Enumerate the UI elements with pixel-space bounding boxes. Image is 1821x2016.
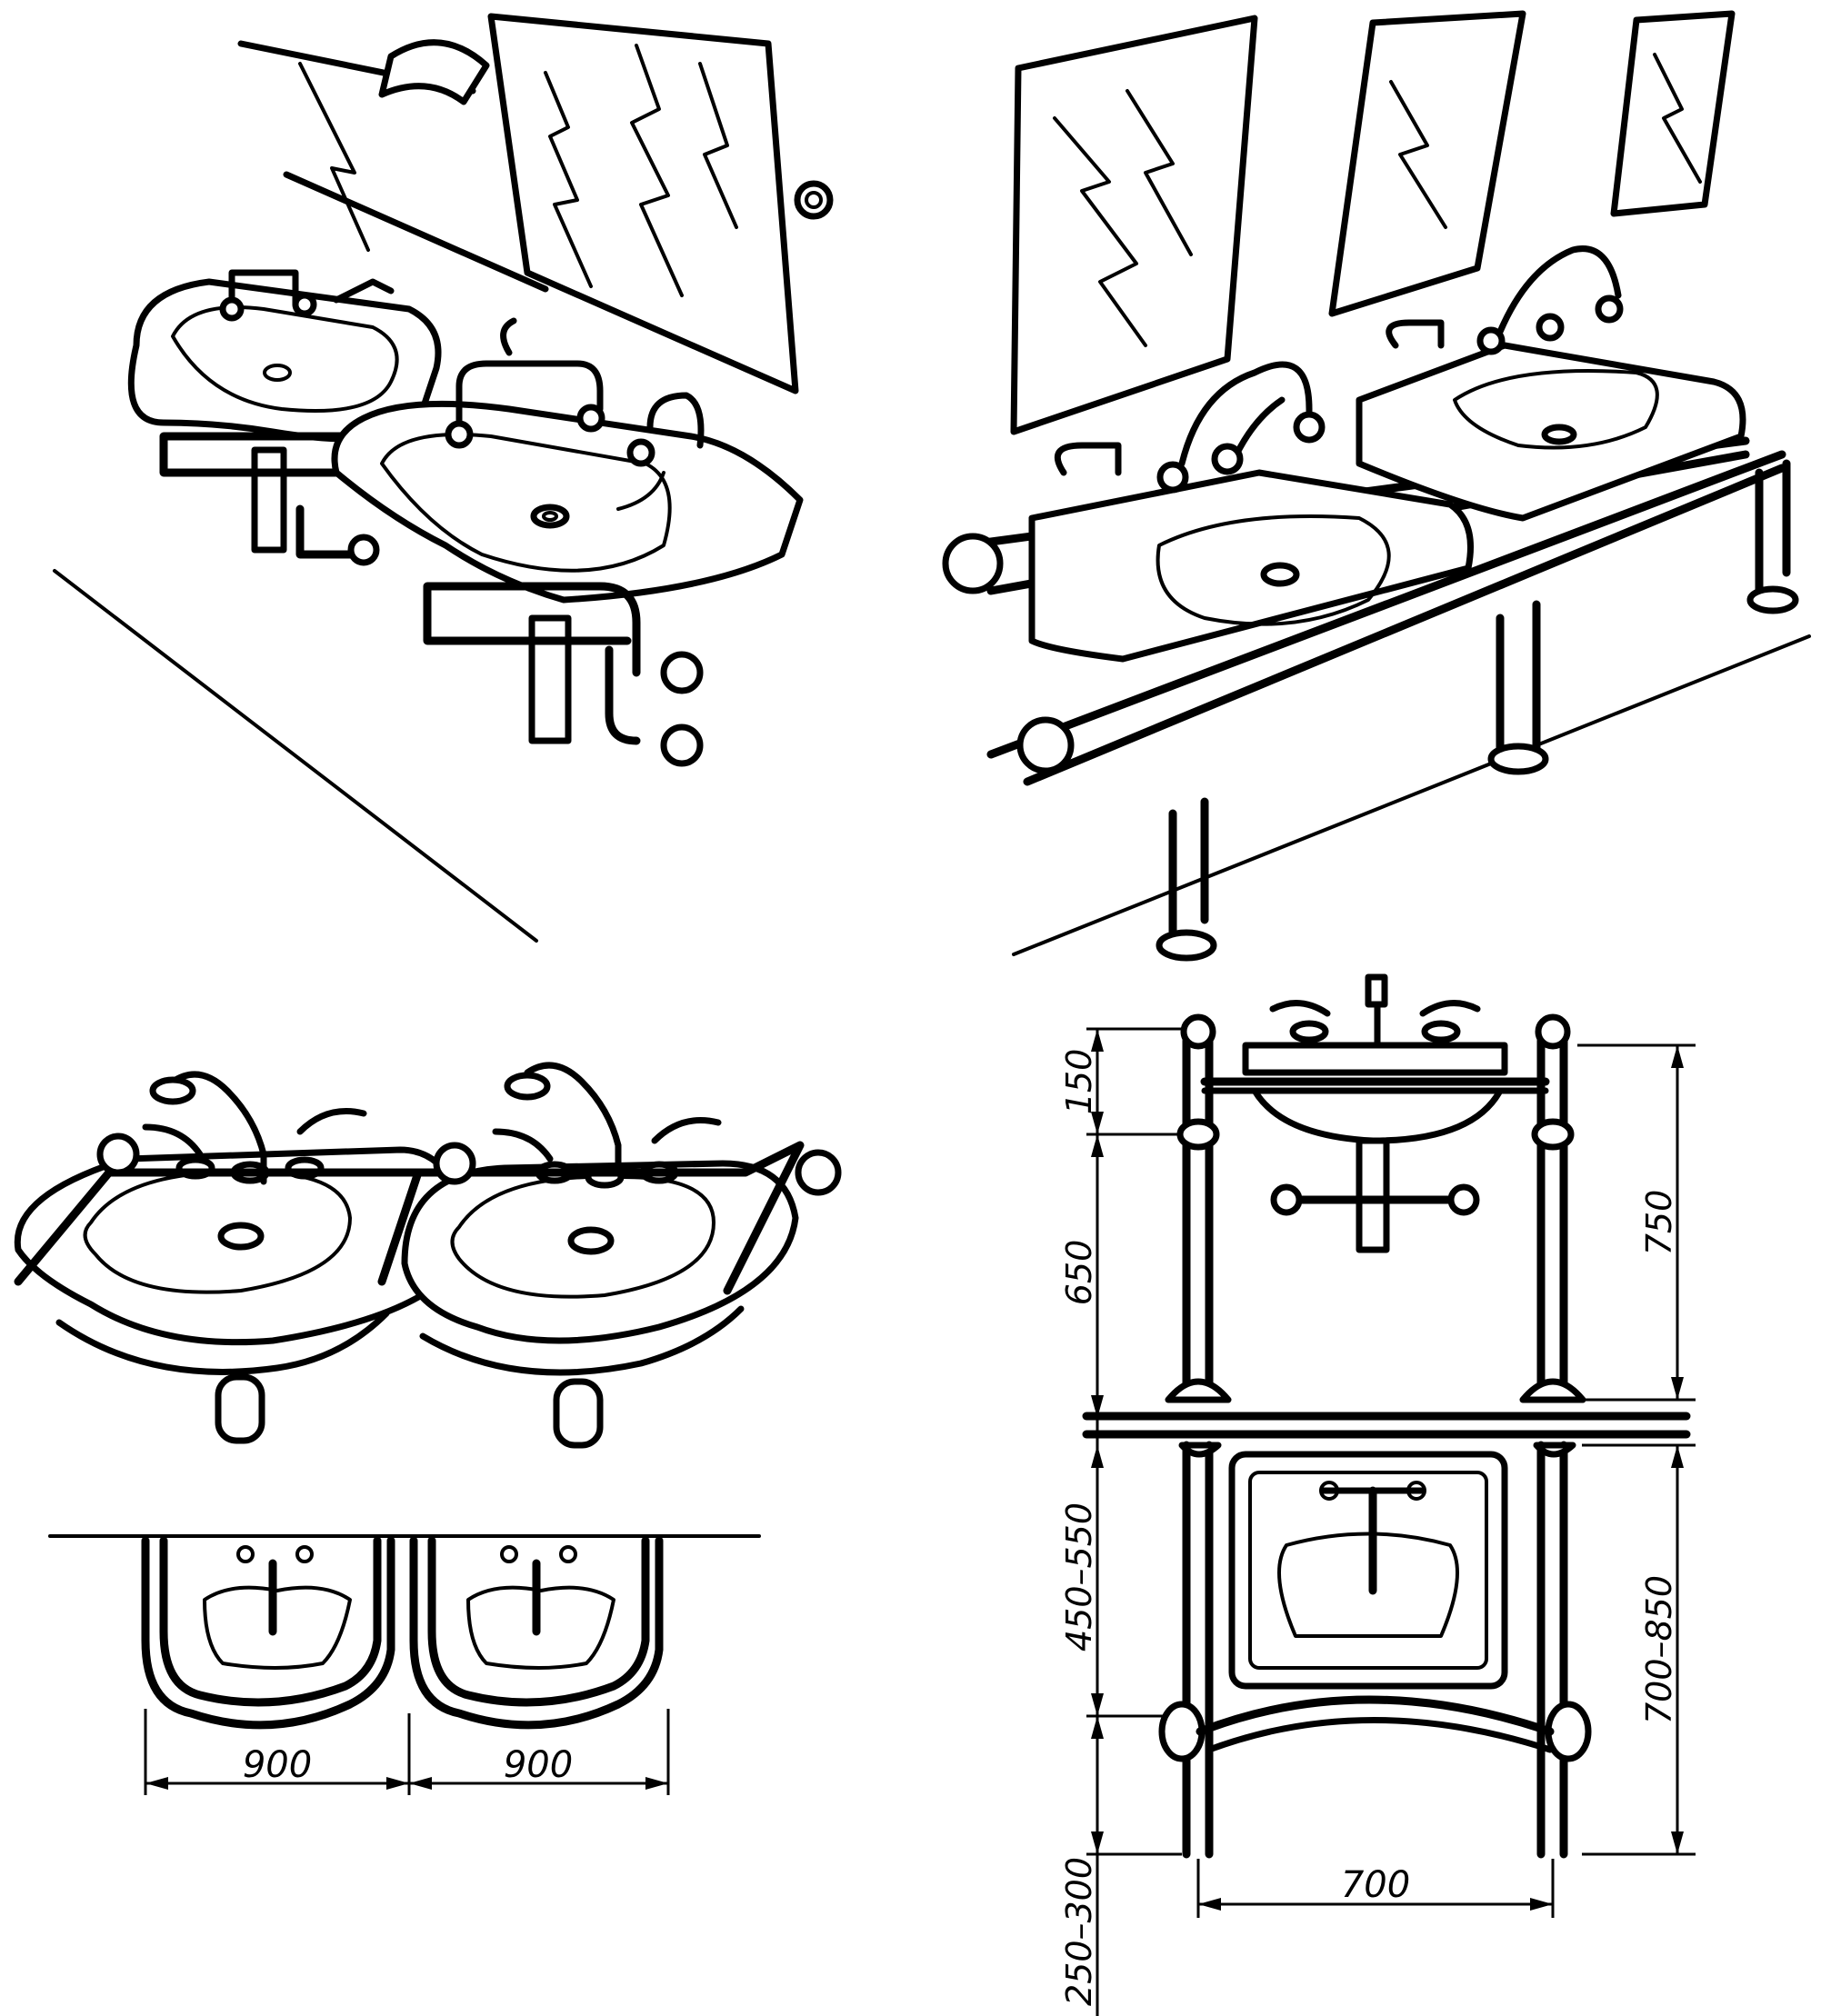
dim-150: 150 [1059,1049,1099,1115]
dim-700-850: 700–850 [1639,1575,1679,1724]
dim-width-right: 900 [504,1744,573,1786]
view-top-right [942,10,1811,962]
dim-width-left: 900 [243,1744,312,1786]
dim-700: 700 [1341,1864,1410,1906]
dim-750: 750 [1639,1190,1679,1256]
dim-450-550: 450–550 [1059,1502,1099,1652]
view-top-left [53,13,834,943]
view-bottom-right [1082,973,1696,2016]
dim-650: 650 [1059,1240,1099,1306]
dim-250-300: 250–300 [1059,1857,1099,2006]
view-bottom-left [14,1062,842,1795]
